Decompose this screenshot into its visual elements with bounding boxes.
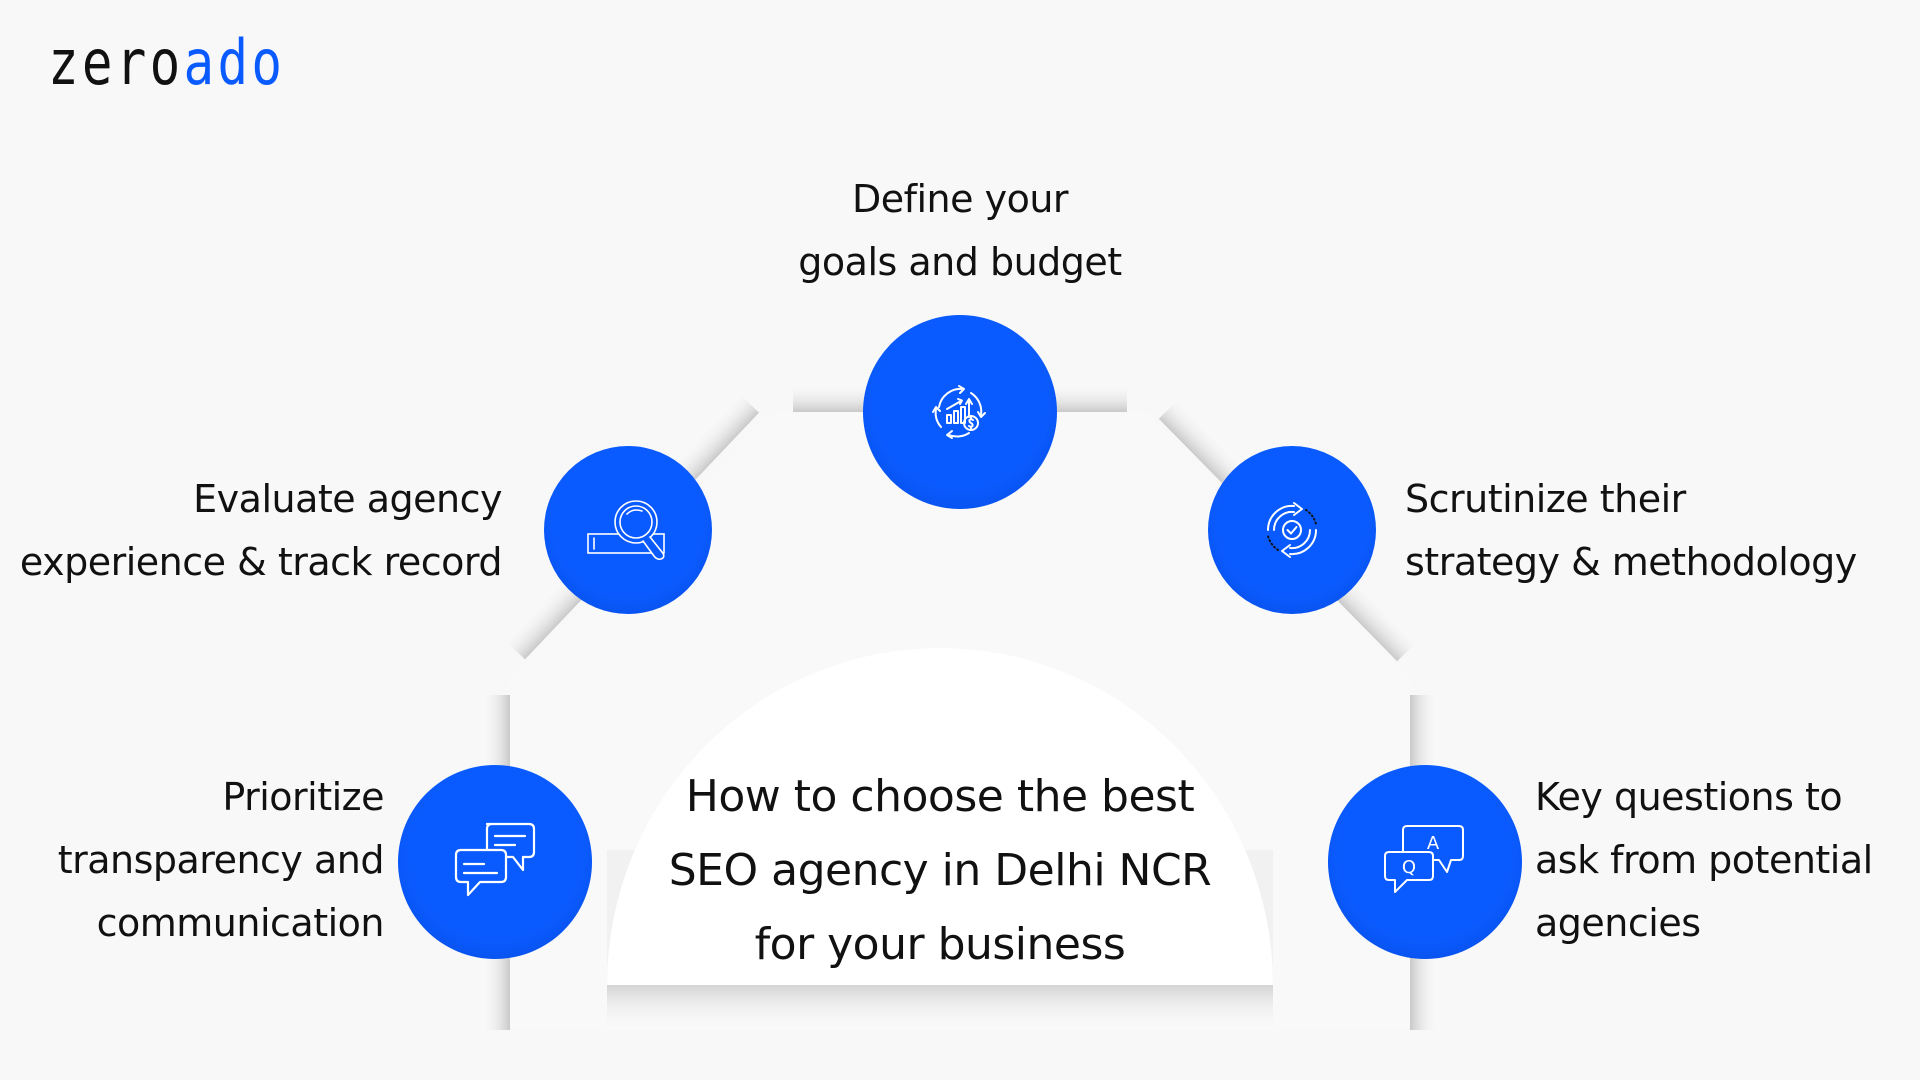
label-line: agencies <box>1535 901 1701 945</box>
step-questions-circle: A Q <box>1328 765 1522 959</box>
label-line: experience & track record <box>19 540 503 584</box>
logo-zero: zero <box>48 26 184 99</box>
label-line: Evaluate agency <box>193 477 502 521</box>
step-goals-label: Define your goals and budget <box>710 168 1210 294</box>
step-transparency-label: Prioritize transparency and communicatio… <box>0 766 385 955</box>
qa-bubbles-icon: A Q <box>1384 825 1464 893</box>
diagram-title: How to choose the best SEO agency in Del… <box>607 760 1273 982</box>
step-experience-circle <box>544 446 712 614</box>
label-line: communication <box>96 901 385 945</box>
label-line: Scrutinize their <box>1405 477 1686 521</box>
answer-letter: A <box>1427 833 1440 854</box>
logo-ado: ado <box>183 26 286 99</box>
zeroado-logo: zeroado <box>48 28 285 98</box>
step-goals-circle <box>863 315 1057 509</box>
step-experience-label: Evaluate agency experience & track recor… <box>0 468 503 594</box>
label-line: transparency and <box>57 838 385 882</box>
chat-bubbles-icon <box>454 822 536 897</box>
title-line: SEO agency in Delhi NCR <box>668 845 1212 896</box>
step-strategy-label: Scrutinize their strategy & methodology <box>1405 468 1905 594</box>
label-line: Key questions to <box>1535 775 1843 819</box>
growth-cycle-dollar-icon <box>932 385 986 439</box>
title-line: How to choose the best <box>685 771 1195 822</box>
question-letter: Q <box>1402 857 1416 878</box>
step-questions-label: Key questions to ask from potential agen… <box>1535 766 1915 955</box>
label-line: Prioritize <box>222 775 384 819</box>
label-line: Define your <box>851 177 1069 221</box>
step-strategy-circle <box>1208 446 1376 614</box>
label-line: ask from potential <box>1535 838 1873 882</box>
label-line: goals and budget <box>798 240 1122 284</box>
title-line: for your business <box>754 919 1126 970</box>
step-transparency-circle <box>398 765 592 959</box>
label-line: strategy & methodology <box>1405 540 1857 584</box>
search-bar-magnifier-icon <box>587 500 665 560</box>
refresh-check-icon <box>1266 502 1318 558</box>
